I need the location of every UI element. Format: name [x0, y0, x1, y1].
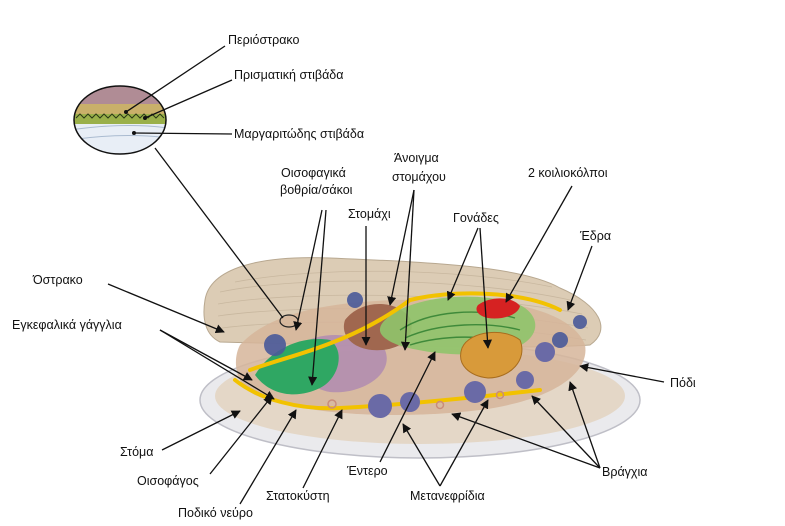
statocyst-rings [327, 390, 505, 410]
label-gonads: Γονάδες [453, 211, 499, 225]
label-stomach: Στομάχι [348, 207, 391, 221]
labels: Περιόστρακο Πρισματική στιβάδα Μαργαριτώ… [12, 33, 696, 520]
label-stomach-opening-1: Άνοιγμα [394, 151, 439, 165]
label-intestine: Έντερο [346, 464, 388, 478]
label-gills: Βράγχια [602, 465, 648, 479]
label-esophageal-pouches-2: βοθρία/σάκοι [280, 183, 353, 197]
leader-lines [107, 45, 665, 505]
coelom-organ [476, 298, 520, 319]
label-stomach-opening-2: στομάχου [392, 170, 446, 184]
label-prismatic-layer: Πρισματική στιβάδα [234, 68, 343, 82]
label-shell: Όστρακο [32, 273, 83, 287]
label-mouth: Στόμα [120, 445, 153, 459]
label-periostracum: Περιόστρακο [228, 33, 300, 47]
label-esophageal-pouches-1: Οισοφαγικά [281, 166, 346, 180]
label-foot: Πόδι [670, 376, 696, 390]
label-coelomic-sacs: 2 κοιλιοκόλποι [528, 166, 608, 180]
label-pedal-nerve: Ποδικό νεύρο [178, 506, 253, 520]
nephridia-cluster [368, 342, 555, 418]
label-nacre-layer: Μαργαριτώδης στιβάδα [234, 127, 364, 141]
label-anus: Έδρα [579, 229, 611, 243]
label-nephridia: Μετανεφρίδια [410, 489, 485, 503]
label-esophagus: Οισοφάγος [137, 474, 199, 488]
gill-cluster [264, 292, 587, 356]
label-statocyst: Στατοκύστη [266, 489, 330, 503]
label-cerebral-ganglia: Εγκεφαλικά γάγγλια [12, 318, 122, 332]
body-illustration [199, 257, 641, 459]
